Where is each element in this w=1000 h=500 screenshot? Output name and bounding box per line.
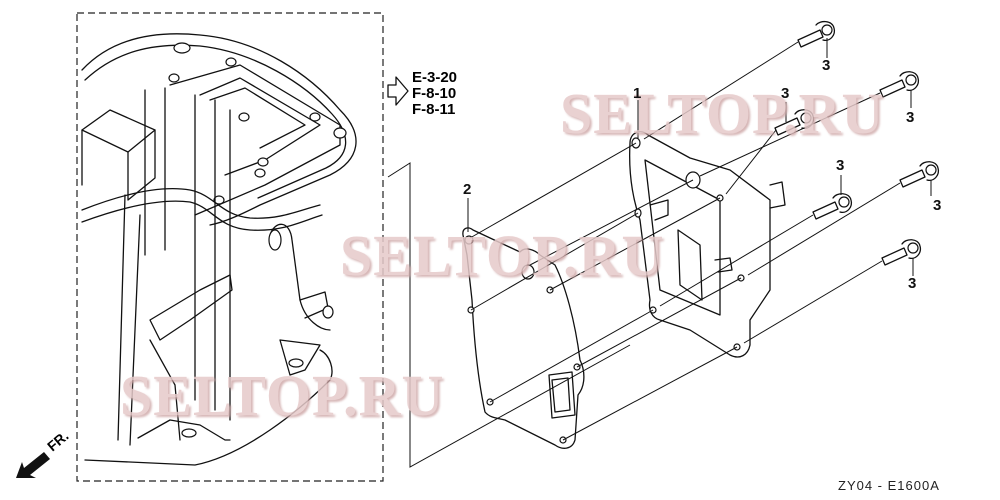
bolt-4 <box>899 161 940 188</box>
projection-frame <box>387 162 631 468</box>
bolt-2 <box>879 71 920 98</box>
bolt-6 <box>881 239 922 266</box>
diagram-code: ZY04 - E1600A <box>838 478 940 493</box>
reference-page[interactable]: F-8-11 <box>412 101 456 118</box>
bolt-5 <box>812 193 853 220</box>
reference-pages: E-3-20 F-8-10 F-8-11 <box>412 70 457 118</box>
callout-3[interactable]: 3 <box>781 85 790 102</box>
callout-3[interactable]: 3 <box>822 57 831 74</box>
leader-lines <box>467 38 932 276</box>
callout-3[interactable]: 3 <box>908 275 917 292</box>
reference-arrow-icon <box>387 76 409 106</box>
front-direction-arrow-icon <box>16 452 50 478</box>
callout-2[interactable]: 2 <box>463 181 472 198</box>
cover-housing-drawing <box>629 131 786 358</box>
reference-page[interactable]: F-8-10 <box>412 85 457 102</box>
engine-casing-drawing <box>81 33 357 466</box>
reference-frame-dashed <box>76 12 384 482</box>
callout-3[interactable]: 3 <box>933 197 942 214</box>
callout-3[interactable]: 3 <box>906 109 915 126</box>
bolt-1 <box>797 20 836 48</box>
reference-page[interactable]: E-3-20 <box>412 69 458 86</box>
bolt-3 <box>774 109 815 136</box>
assembly-lines <box>469 41 901 441</box>
callout-3[interactable]: 3 <box>836 157 845 174</box>
callout-1[interactable]: 1 <box>633 85 642 102</box>
gasket-drawing <box>462 227 585 449</box>
